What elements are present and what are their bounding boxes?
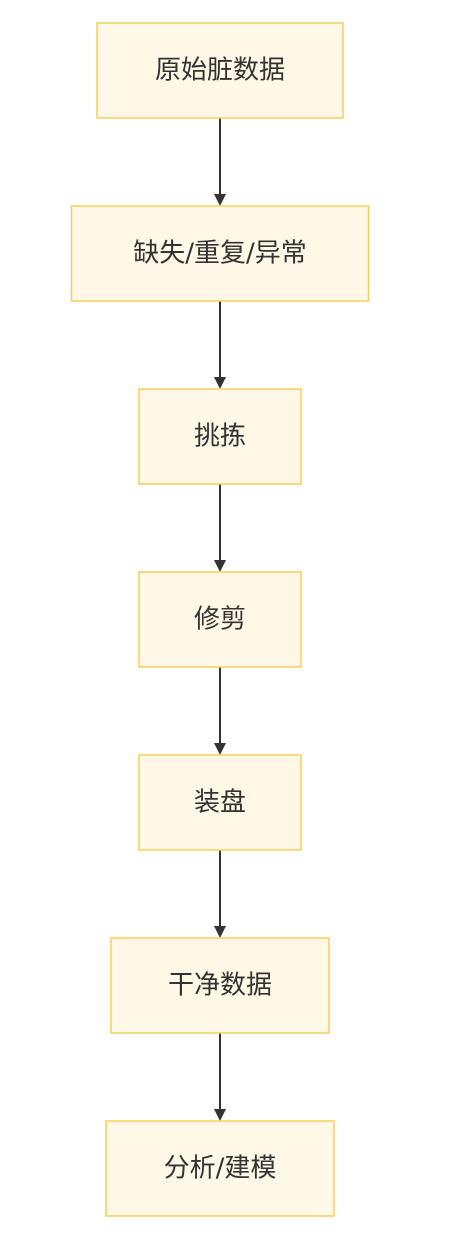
- node-box-pick: [138, 388, 302, 485]
- node-clean: 干净数据: [110, 937, 330, 1034]
- arrowhead-icon: [214, 560, 226, 572]
- node-pick: 挑拣: [138, 388, 302, 485]
- edge-clean-to-model: [214, 1033, 226, 1121]
- node-box-plate: [138, 754, 302, 851]
- arrowhead-icon: [214, 377, 226, 389]
- node-label-clean: 干净数据: [168, 971, 272, 1001]
- node-box-trim: [138, 571, 302, 668]
- arrowhead-icon: [214, 1109, 226, 1121]
- arrowhead-icon: [214, 194, 226, 206]
- node-issues: 缺失/重复/异常: [70, 205, 370, 302]
- edge-raw-to-issues: [214, 118, 226, 206]
- node-trim: 修剪: [138, 571, 302, 668]
- node-model: 分析/建模: [105, 1120, 335, 1217]
- node-label-raw: 原始脏数据: [155, 56, 285, 86]
- node-label-plate: 装盘: [194, 788, 246, 818]
- node-box-issues: [70, 205, 370, 302]
- edge-pick-to-trim: [214, 484, 226, 572]
- node-label-model: 分析/建模: [164, 1154, 277, 1184]
- edge-plate-to-clean: [214, 850, 226, 938]
- node-label-pick: 挑拣: [194, 422, 246, 452]
- arrowhead-icon: [214, 926, 226, 938]
- edge-issues-to-pick: [214, 301, 226, 389]
- node-raw: 原始脏数据: [96, 22, 344, 119]
- node-box-clean: [110, 937, 330, 1034]
- arrowhead-icon: [214, 743, 226, 755]
- node-label-trim: 修剪: [194, 605, 246, 635]
- node-label-issues: 缺失/重复/异常: [133, 239, 307, 269]
- edge-trim-to-plate: [214, 667, 226, 755]
- edges-layer: [214, 118, 226, 1121]
- node-plate: 装盘: [138, 754, 302, 851]
- node-box-raw: [96, 22, 344, 119]
- node-box-model: [105, 1120, 335, 1217]
